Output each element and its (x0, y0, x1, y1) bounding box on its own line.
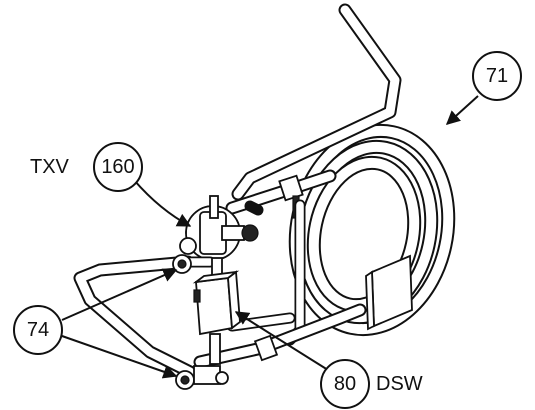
coil-mounting-bracket (365, 254, 413, 331)
callout-80-number: 80 (334, 373, 356, 395)
leader-80 (234, 311, 329, 371)
callout-160-label: TXV (30, 156, 70, 178)
leader-71 (445, 95, 479, 125)
callout-160-number: 160 (101, 156, 134, 178)
dsw-switch (192, 257, 241, 365)
return-loop-pipe (73, 255, 197, 379)
callout-74: 74 (13, 305, 63, 355)
fitting-lower (175, 365, 229, 390)
callout-160: TXV 160 (30, 142, 143, 192)
callout-74-number: 74 (27, 319, 49, 341)
leader-74-upper (61, 268, 178, 321)
callout-80-label: DSW (376, 373, 423, 395)
fitting-upper (172, 254, 216, 274)
leader-74-lower (61, 335, 178, 379)
callout-71: 71 (472, 51, 522, 101)
txv-valve (179, 195, 259, 261)
callout-71-number: 71 (486, 65, 508, 87)
suction-pipe (231, 3, 402, 201)
leader-160 (133, 179, 192, 227)
callout-80: 80 DSW (320, 359, 423, 409)
